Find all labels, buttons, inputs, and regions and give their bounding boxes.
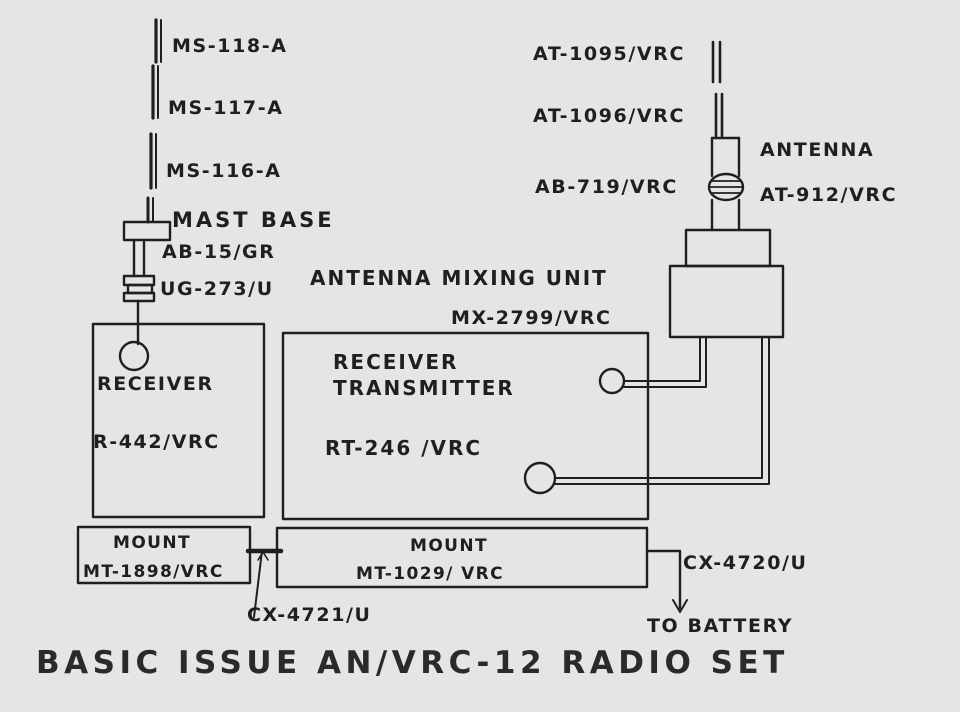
- coax-mixer-to-rt-upper: [623, 336, 707, 388]
- label-at-912-vrc: AT-912/VRC: [760, 184, 898, 206]
- cx-4721-cable: [245, 548, 284, 618]
- label-cx-4720-u: CX-4720/U: [683, 552, 808, 574]
- diagram-title: BASIC ISSUE AN/VRC-12 RADIO SET: [36, 645, 789, 681]
- label-ab-719-vrc: AB-719/VRC: [535, 176, 678, 198]
- label-antenna-mixing-unit: ANTENNA MIXING UNIT: [310, 266, 608, 290]
- mount-left-box: [76, 525, 252, 585]
- label-rt-transmitter: TRANSMITTER: [333, 376, 515, 400]
- label-ms-118-a: MS-118-A: [172, 35, 288, 57]
- label-antenna: ANTENNA: [760, 139, 875, 161]
- mast-base-block: [122, 220, 172, 278]
- label-ms-116-a: MS-116-A: [166, 160, 282, 182]
- label-rt-246-vrc: RT-246 /VRC: [325, 436, 483, 460]
- label-ab-15-gr: AB-15/GR: [162, 241, 276, 263]
- mount-right-box: [275, 526, 649, 589]
- label-mount-right: MOUNT: [410, 536, 488, 556]
- label-cx-4721-u: CX-4721/U: [247, 604, 372, 626]
- label-mx-2799-vrc: MX-2799/VRC: [451, 307, 612, 329]
- label-at-1095-vrc: AT-1095/VRC: [533, 43, 685, 65]
- ug-273-connector: [122, 274, 156, 346]
- label-receiver: RECEIVER: [97, 373, 214, 395]
- label-mt-1029-vrc: MT-1029/ VRC: [356, 564, 505, 584]
- label-ug-273-u: UG-273/U: [160, 278, 274, 300]
- receiver-box: [91, 322, 266, 519]
- right-antenna: [707, 40, 745, 232]
- label-ms-117-a: MS-117-A: [168, 97, 284, 119]
- cx-4720-cable: [645, 549, 688, 613]
- coax-mixer-to-rt-lower: [554, 336, 770, 485]
- label-mount-left: MOUNT: [113, 533, 191, 553]
- label-rt-receiver: RECEIVER: [333, 350, 459, 374]
- mixing-unit-box: [668, 228, 785, 339]
- label-to-battery: TO BATTERY: [647, 615, 794, 637]
- label-at-1096-vrc: AT-1096/VRC: [533, 105, 685, 127]
- left-antenna-mast: [146, 18, 162, 224]
- label-mt-1898-vrc: MT-1898/VRC: [83, 562, 224, 582]
- label-r-442-vrc: R-442/VRC: [93, 431, 220, 453]
- label-mast-base: MAST BASE: [172, 208, 335, 232]
